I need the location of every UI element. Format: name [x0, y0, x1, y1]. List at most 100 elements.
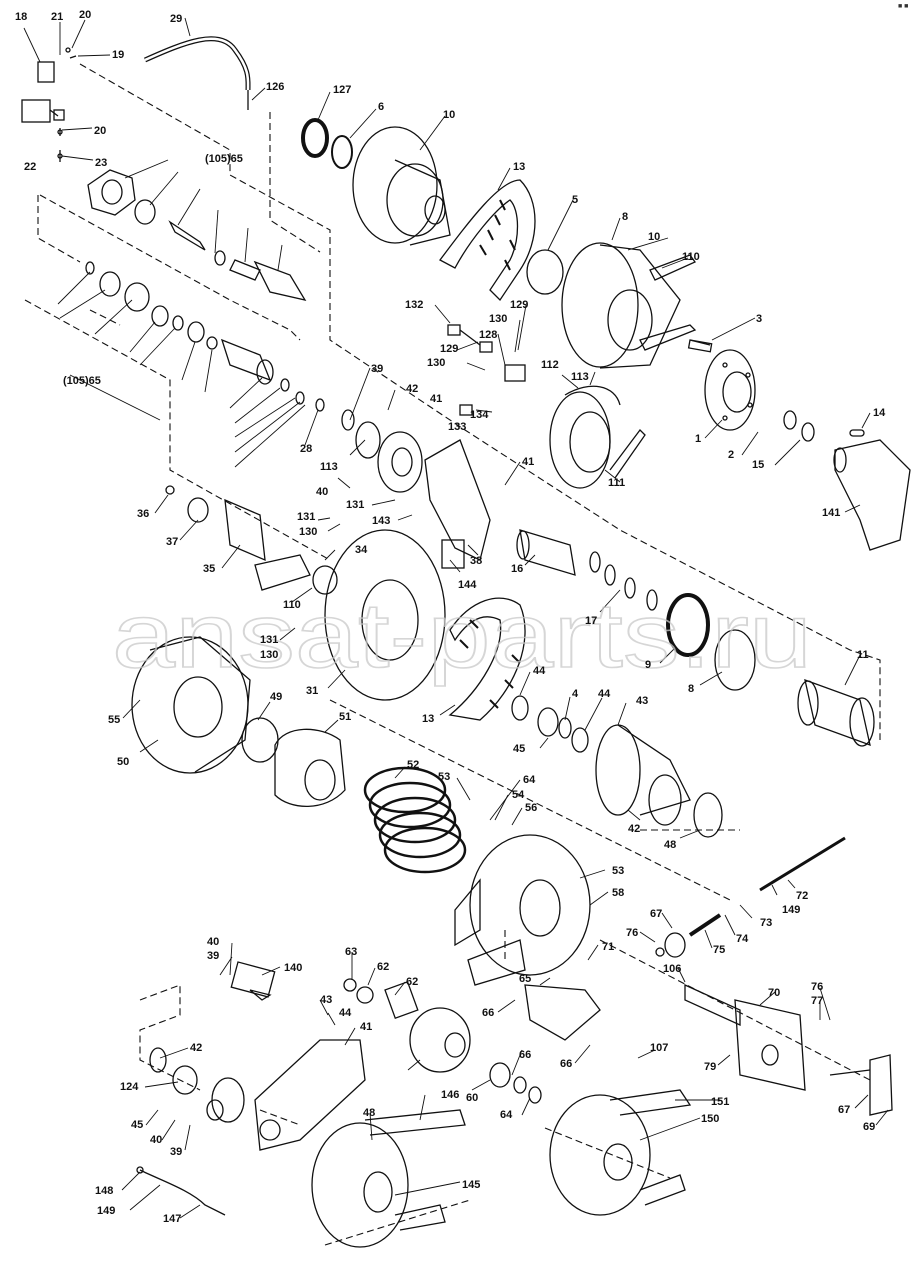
part-label: 74	[736, 933, 749, 945]
part-label: 51	[339, 711, 351, 723]
part-label: 1	[695, 433, 701, 445]
part-label: 41	[430, 393, 442, 405]
part-label: 55	[108, 714, 120, 726]
part-label: 48	[363, 1107, 375, 1119]
lever-72	[869, 1054, 893, 1116]
part-label: 134	[470, 409, 489, 421]
part-label: 10	[443, 109, 455, 121]
watermark: ansat-parts.ru	[112, 585, 812, 687]
part-label: 62	[406, 976, 418, 988]
part-label: 77	[811, 995, 823, 1007]
part-label: 20	[79, 9, 91, 21]
part-label: 111	[608, 477, 625, 489]
part-label: 14	[873, 407, 886, 419]
pulley-127	[311, 1109, 466, 1248]
part-label: 11	[857, 649, 869, 661]
pulley-55	[131, 636, 251, 774]
part-label: 127	[333, 84, 351, 96]
part-label: 42	[190, 1042, 202, 1054]
drive-belt-13-top	[439, 179, 536, 302]
part-label: 144	[458, 579, 477, 591]
part-label: 42	[406, 383, 418, 395]
part-label: 2	[728, 449, 734, 461]
part-label: 44	[533, 665, 546, 677]
bracket-75	[734, 999, 806, 1091]
part-label: 110	[283, 599, 301, 611]
part-label: 151	[711, 1096, 729, 1108]
part-label: 50	[117, 756, 129, 768]
part-label: 16	[511, 563, 523, 575]
part-label: 147	[163, 1213, 181, 1225]
part-label: 18	[15, 11, 27, 23]
part-label: 39	[371, 363, 383, 375]
part-label: 149	[782, 904, 800, 916]
part-label: 53	[438, 771, 450, 783]
part-label: 23	[95, 157, 107, 169]
part-label: 41	[522, 456, 534, 468]
part-label: 64	[523, 774, 536, 786]
part-label: 9	[645, 659, 651, 671]
part-label: 66	[482, 1007, 494, 1019]
part-label: 148	[95, 1185, 113, 1197]
part-label: 28	[300, 443, 312, 455]
part-label: 56	[525, 802, 537, 814]
part-label: 10	[648, 231, 660, 243]
part-label: 45	[513, 743, 525, 755]
pulley-132	[549, 1089, 692, 1216]
hub-11	[797, 678, 875, 747]
part-label: 43	[636, 695, 648, 707]
bracket-32	[224, 498, 266, 562]
part-label: 15	[752, 459, 764, 471]
part-label: 107	[650, 1042, 668, 1054]
part-label: 113	[320, 461, 338, 473]
part-label: 17	[585, 615, 597, 627]
part-label: 130	[299, 526, 317, 538]
part-label: 141	[822, 507, 840, 519]
shaft-16	[519, 529, 576, 576]
part-label: 129	[440, 343, 458, 355]
part-label: 132	[405, 299, 423, 311]
cone-56	[274, 728, 346, 808]
cable-129	[139, 1169, 226, 1216]
part-label: 39	[207, 950, 219, 962]
part-label: 58	[612, 887, 624, 899]
part-label: 53	[612, 865, 624, 877]
part-label: 113	[571, 371, 589, 383]
part-label: 6	[378, 101, 384, 113]
part-label: 52	[407, 759, 419, 771]
part-label: 40	[150, 1134, 162, 1146]
part-label: 140	[284, 962, 302, 974]
part-label: 4	[572, 688, 579, 700]
part-label: 38	[470, 555, 482, 567]
part-label: 44	[598, 688, 611, 700]
bracket-41	[254, 1039, 366, 1151]
part-label: 3	[756, 313, 762, 325]
bracket-35	[424, 439, 491, 569]
part-label: 72	[796, 890, 808, 902]
part-label: 67	[650, 908, 662, 920]
part-label: 54	[512, 789, 525, 801]
part-label: 112	[541, 359, 559, 371]
part-label: 8	[688, 683, 694, 695]
shaft-126	[834, 439, 911, 551]
part-label: 35	[203, 563, 215, 575]
part-label: 70	[768, 987, 780, 999]
part-label: 67	[838, 1104, 850, 1116]
part-label: 79	[704, 1061, 716, 1073]
part-label: 43	[320, 994, 332, 1006]
part-label: 34	[355, 544, 368, 556]
part-label: 143	[372, 515, 390, 527]
spring-57	[363, 766, 467, 874]
part-label: 66	[519, 1049, 531, 1061]
rod-77	[759, 836, 846, 892]
part-label: 106	[663, 963, 681, 975]
part-label: 49	[270, 691, 282, 703]
part-label: 63	[345, 946, 357, 958]
part-label: 48	[664, 839, 676, 851]
part-label: 130	[260, 649, 278, 661]
bracket-assembly	[21, 47, 77, 162]
part-label: 65	[519, 973, 531, 985]
part-label: 69	[863, 1121, 875, 1133]
part-label: 150	[701, 1113, 719, 1125]
